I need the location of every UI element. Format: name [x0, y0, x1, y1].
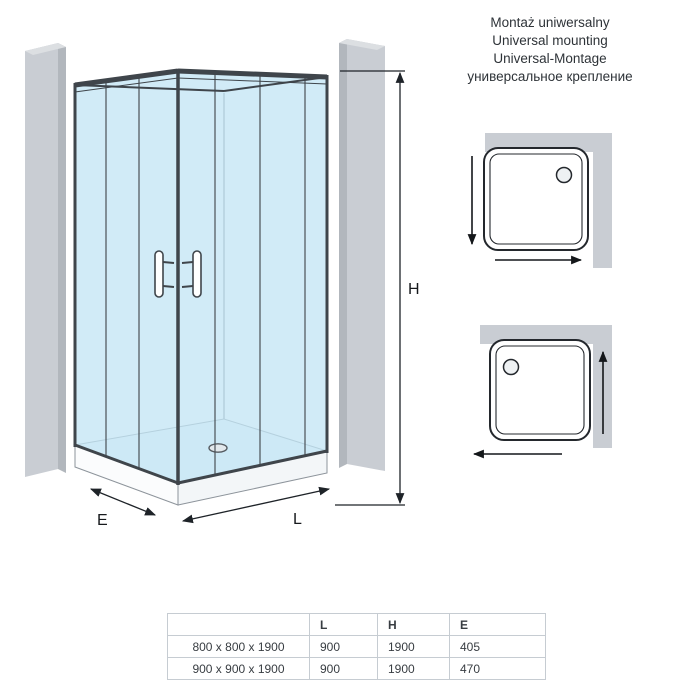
left-wall	[25, 43, 66, 477]
h-cell: 1900	[377, 635, 450, 658]
drain	[502, 358, 520, 376]
table-row: 900 x 900 x 1900 900 1900 470	[167, 657, 546, 680]
drain	[208, 443, 228, 453]
title-line-pl: Montaż uniwersalny	[490, 15, 610, 30]
shower-cabin-isometric-drawing: H L E	[25, 39, 420, 529]
header-e: E	[449, 613, 546, 636]
right-wall	[339, 39, 385, 471]
right-door-handle	[192, 250, 202, 298]
title-line-en: Universal mounting	[492, 33, 608, 48]
topview-mounting-option-1	[467, 133, 612, 268]
title-line-de: Universal-Montage	[493, 51, 607, 66]
dimension-label-e: E	[97, 512, 108, 529]
l-dimension-arrow	[181, 486, 331, 524]
dimension-label-l: L	[293, 511, 302, 528]
panel-divider-lines	[105, 73, 306, 475]
e-cell: 470	[449, 657, 546, 680]
table-header-row: L H E	[167, 613, 546, 636]
e-dimension-arrow	[89, 488, 157, 516]
header-l: L	[309, 613, 378, 636]
dimension-label-h: H	[408, 281, 420, 298]
header-size	[167, 613, 310, 636]
shower-tray-outline	[489, 339, 591, 441]
dimensions-table: L H E 800 x 800 x 1900 900 1900 405 900 …	[167, 613, 546, 680]
right-wall	[593, 133, 612, 268]
frame	[73, 68, 329, 485]
mounting-title: Montaż uniwersalny Universal mounting Un…	[428, 14, 672, 86]
shower-tray-outline	[483, 147, 589, 251]
shower-tray-inner-line	[495, 345, 585, 435]
e-cell: 405	[449, 635, 546, 658]
shower-tray-inner-line	[489, 153, 583, 245]
l-cell: 900	[309, 657, 378, 680]
table-row: 800 x 800 x 1900 900 1900 405	[167, 635, 546, 658]
l-cell: 900	[309, 635, 378, 658]
glass-left-plane	[75, 71, 178, 483]
drain	[555, 166, 573, 184]
header-h: H	[377, 613, 450, 636]
door-handles	[154, 250, 202, 298]
size-cell: 900 x 900 x 1900	[167, 657, 310, 680]
dimension-lines	[89, 70, 405, 524]
h-cell: 1900	[377, 657, 450, 680]
topview-mounting-option-2	[472, 325, 612, 459]
size-cell: 800 x 800 x 1900	[167, 635, 310, 658]
title-line-ru: универсальное крепление	[467, 69, 633, 84]
left-door-handle	[154, 250, 164, 298]
